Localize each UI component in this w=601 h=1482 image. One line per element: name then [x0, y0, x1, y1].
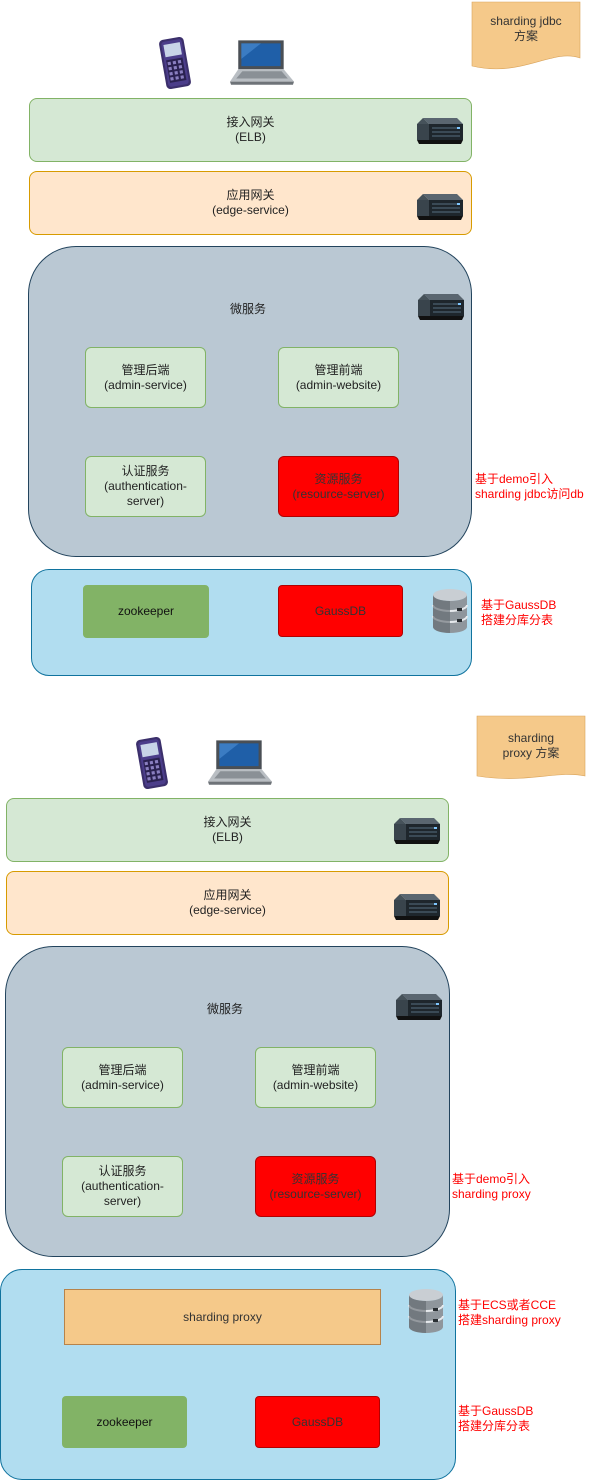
bottom-elb-title: 接入网关: [203, 815, 251, 830]
phone-icon: [131, 736, 173, 790]
bottom-auth-server[interactable]: 认证服务 (authentication- server): [62, 1156, 183, 1217]
bottom-side-note-1: 基于demo引入 sharding proxy: [452, 1172, 531, 1202]
top-auth-id-2: server): [127, 494, 164, 509]
bottom-admin-website[interactable]: 管理前端 (admin-website): [255, 1047, 376, 1108]
bottom-admin-service-id: (admin-service): [81, 1078, 164, 1093]
bottom-side-note-2-line-2: 搭建sharding proxy: [458, 1313, 561, 1328]
top-zookeeper-label: zookeeper: [118, 604, 174, 619]
bottom-sharding-proxy[interactable]: sharding proxy: [64, 1289, 381, 1345]
top-auth-id-1: (authentication-: [104, 479, 187, 494]
bottom-admin-service-name: 管理后端: [98, 1063, 146, 1078]
bottom-side-note-2-line-1: 基于ECS或者CCE: [458, 1298, 561, 1313]
bottom-gaussdb-label: GaussDB: [292, 1415, 343, 1430]
bottom-elb-sub: (ELB): [212, 830, 243, 845]
top-auth-server[interactable]: 认证服务 (authentication- server): [85, 456, 206, 517]
database-icon: [430, 588, 470, 634]
bottom-side-note-1-line-2: sharding proxy: [452, 1187, 531, 1202]
top-side-note-2-line-1: 基于GaussDB: [481, 598, 556, 613]
top-edge-title: 应用网关: [226, 188, 274, 203]
server-icon: [394, 890, 440, 922]
top-admin-website-name: 管理前端: [314, 363, 362, 378]
server-icon: [396, 990, 442, 1022]
bottom-sharding-proxy-label: sharding proxy: [183, 1310, 262, 1325]
bottom-elb-gateway[interactable]: 接入网关 (ELB): [6, 798, 449, 862]
top-side-note-1: 基于demo引入 sharding jdbc访问db: [475, 472, 584, 502]
top-diagram: sharding jdbc 方案 接入网关 (ELB) 应用网关 (edge-s…: [0, 0, 601, 700]
bottom-auth-name: 认证服务: [98, 1164, 146, 1179]
bottom-diagram: sharding proxy 方案 接入网关 (ELB) 应用网关 (edge-…: [0, 700, 601, 1482]
top-side-note-1-line-2: sharding jdbc访问db: [475, 487, 584, 502]
server-icon: [418, 290, 464, 322]
server-icon: [417, 190, 463, 222]
top-note-line-2: 方案: [514, 29, 538, 44]
phone-icon: [154, 36, 196, 90]
bottom-admin-website-id: (admin-website): [273, 1078, 358, 1093]
top-admin-service[interactable]: 管理后端 (admin-service): [85, 347, 206, 408]
top-gaussdb-label: GaussDB: [315, 604, 366, 619]
top-resource-name: 资源服务: [314, 472, 362, 487]
top-admin-service-id: (admin-service): [104, 378, 187, 393]
bottom-admin-service[interactable]: 管理后端 (admin-service): [62, 1047, 183, 1108]
top-auth-name: 认证服务: [121, 464, 169, 479]
bottom-side-note-3-line-2: 搭建分库分表: [458, 1419, 533, 1434]
top-elb-title: 接入网关: [226, 115, 274, 130]
top-note-line-1: sharding jdbc: [490, 14, 561, 29]
bottom-side-note-2: 基于ECS或者CCE 搭建sharding proxy: [458, 1298, 561, 1328]
bottom-side-note-3-line-1: 基于GaussDB: [458, 1404, 533, 1419]
bottom-zookeeper-label: zookeeper: [96, 1415, 152, 1430]
top-elb-gateway[interactable]: 接入网关 (ELB): [29, 98, 472, 162]
server-icon: [394, 814, 440, 846]
bottom-edge-title: 应用网关: [203, 888, 251, 903]
bottom-note-line-2: proxy 方案: [503, 746, 560, 761]
top-edge-sub: (edge-service): [212, 203, 289, 218]
top-admin-website[interactable]: 管理前端 (admin-website): [278, 347, 399, 408]
top-gaussdb[interactable]: GaussDB: [278, 585, 403, 637]
database-icon: [406, 1288, 446, 1334]
laptop-icon: [208, 738, 272, 786]
top-elb-sub: (ELB): [235, 130, 266, 145]
top-resource-server[interactable]: 资源服务 (resource-server): [278, 456, 399, 517]
top-zookeeper[interactable]: zookeeper: [83, 585, 209, 638]
top-note-text: sharding jdbc 方案: [472, 12, 580, 46]
top-resource-id: (resource-server): [292, 487, 384, 502]
top-admin-website-id: (admin-website): [296, 378, 381, 393]
bottom-note-text: sharding proxy 方案: [477, 729, 585, 763]
server-icon: [417, 114, 463, 146]
bottom-edge-gateway[interactable]: 应用网关 (edge-service): [6, 871, 449, 935]
bottom-admin-website-name: 管理前端: [291, 1063, 339, 1078]
bottom-resource-name: 资源服务: [291, 1172, 339, 1187]
bottom-auth-id-1: (authentication-: [81, 1179, 164, 1194]
bottom-side-note-1-line-1: 基于demo引入: [452, 1172, 531, 1187]
bottom-resource-server[interactable]: 资源服务 (resource-server): [255, 1156, 376, 1217]
bottom-gaussdb[interactable]: GaussDB: [255, 1396, 380, 1448]
bottom-note-line-1: sharding: [508, 731, 554, 746]
top-edge-gateway[interactable]: 应用网关 (edge-service): [29, 171, 472, 235]
top-side-note-2: 基于GaussDB 搭建分库分表: [481, 598, 556, 628]
bottom-zookeeper[interactable]: zookeeper: [62, 1396, 187, 1448]
top-admin-service-name: 管理后端: [121, 363, 169, 378]
top-side-note-1-line-1: 基于demo引入: [475, 472, 584, 487]
bottom-resource-id: (resource-server): [269, 1187, 361, 1202]
top-microservice-title: 微服务: [230, 300, 266, 317]
top-side-note-2-line-2: 搭建分库分表: [481, 613, 556, 628]
laptop-icon: [230, 38, 294, 86]
bottom-auth-id-2: server): [104, 1194, 141, 1209]
bottom-edge-sub: (edge-service): [189, 903, 266, 918]
bottom-side-note-3: 基于GaussDB 搭建分库分表: [458, 1404, 533, 1434]
bottom-microservice-title: 微服务: [207, 1000, 243, 1017]
